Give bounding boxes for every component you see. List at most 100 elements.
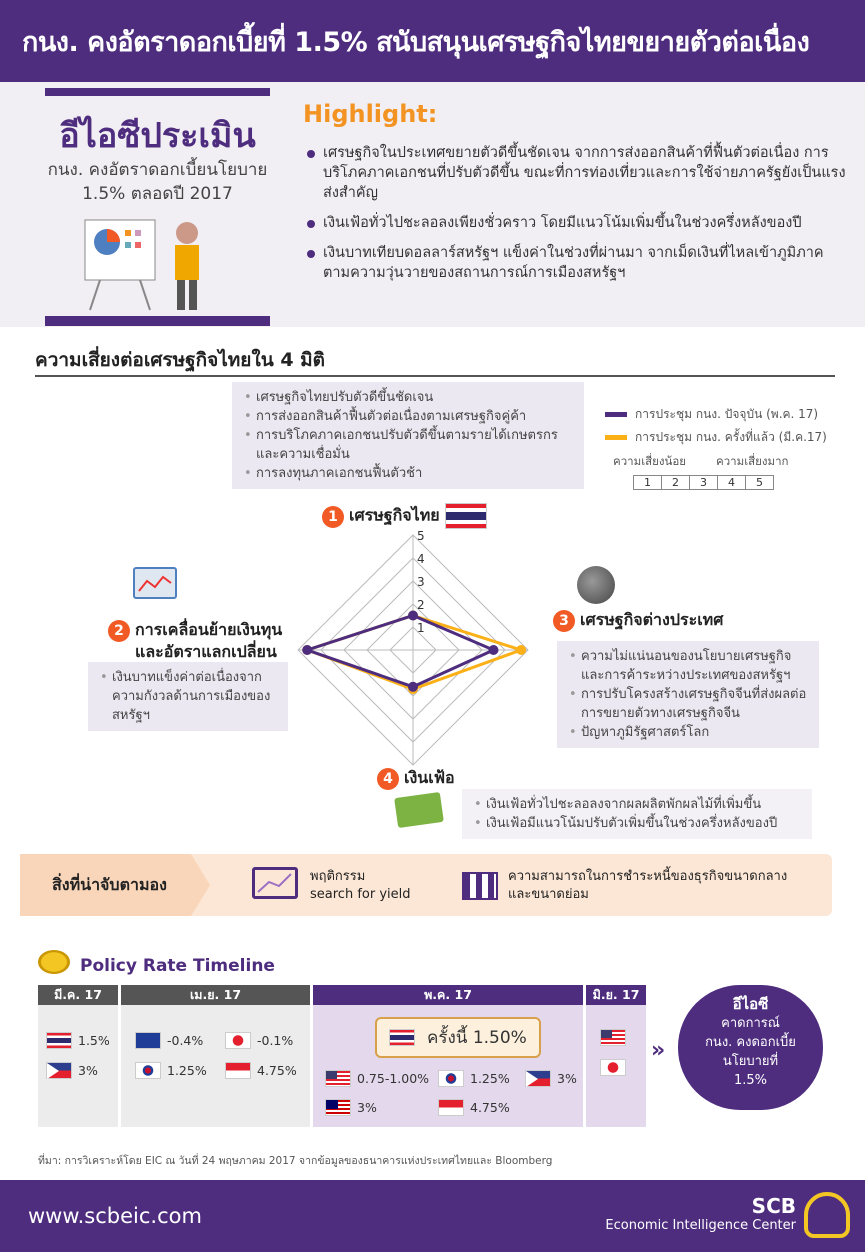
korea-flag-icon xyxy=(438,1070,464,1087)
timeline-title: Policy Rate Timeline xyxy=(80,956,275,976)
scale-4: 4 xyxy=(717,475,746,490)
trend-monitor-icon xyxy=(252,867,298,899)
malaysia-flag-icon xyxy=(325,1099,351,1116)
month-header: มี.ค. 17 xyxy=(38,985,118,1005)
rate: -0.1% xyxy=(257,1033,294,1048)
risk-item: การส่งออกสินค้าฟื้นตัวต่อเนื่องตามเศรษฐก… xyxy=(242,407,574,426)
radar-tick-label: 5 xyxy=(417,529,425,543)
japan-flag-icon xyxy=(600,1059,626,1076)
risk-title: ความเสี่ยงต่อเศรษฐกิจไทยใน 4 มิติ xyxy=(35,349,326,371)
highlight-section xyxy=(0,82,865,327)
thai-flag-icon xyxy=(445,503,488,529)
shop-icon xyxy=(462,872,498,900)
radar-series-line xyxy=(302,613,498,689)
risk-item: ปัญหาภูมิรัฐศาสตร์โลก xyxy=(567,723,809,742)
axis-capital: 2 การเคลื่อนย้ายเงินทุนและอัตราแลกเปลี่ยน xyxy=(108,620,282,662)
rate: 1.25% xyxy=(470,1071,510,1086)
brand: SCB xyxy=(751,1194,796,1218)
axis-label: และอัตราแลกเปลี่ยน xyxy=(135,642,277,661)
us-flag-icon xyxy=(600,1029,626,1046)
eic-sub1: กนง. คงอัตราดอกเบี้ยนโยบาย xyxy=(47,160,268,180)
scale-3: 3 xyxy=(689,475,718,490)
thai-flag-icon xyxy=(46,1032,72,1049)
scale-low: ความเสี่ยงน้อย xyxy=(613,454,686,468)
number-badge: 4 xyxy=(377,768,399,790)
radar-point xyxy=(488,645,499,655)
forecast-text: กนง. คงดอกเบี้ย xyxy=(705,1035,796,1050)
current-decision-badge: ครั้งนี้ 1.50% xyxy=(375,1017,541,1058)
scale-1: 1 xyxy=(633,475,662,490)
radar-point xyxy=(408,610,418,621)
axis-label: เศรษฐกิจไทย xyxy=(349,505,440,525)
eic-heading: อีไอซีประเมิน xyxy=(59,116,256,156)
radar-point xyxy=(302,645,313,655)
risk-item: เศรษฐกิจไทยปรับตัวดีขึ้นชัดเจน xyxy=(242,388,574,407)
number-badge: 2 xyxy=(108,620,130,642)
org: Economic Intelligence Center xyxy=(605,1218,796,1233)
source-note: ที่มา: การวิเคราะห์โดย EIC ณ วันที่ 24 พ… xyxy=(38,1155,553,1167)
chevron-right-icon: » xyxy=(651,1038,666,1063)
risk-item: เงินเฟ้อมีแนวโน้มปรับตัวเพิ่มขึ้นในช่วงค… xyxy=(472,814,802,833)
scale-2: 2 xyxy=(661,475,690,490)
forecast-text: คาดการณ์ xyxy=(721,1016,780,1031)
divider xyxy=(45,88,270,96)
rate: 4.75% xyxy=(257,1063,297,1078)
risk-item: เงินเฟ้อทั่วไปชะลอลงจากผลผลิตพักผลไม้ที่… xyxy=(472,795,802,814)
rate: 3% xyxy=(357,1100,377,1115)
rate: 1.5% xyxy=(78,1033,110,1048)
foreign-box: ความไม่แน่นอนของนโยบายเศรษฐกิจและการค้าร… xyxy=(557,641,819,748)
radar-point xyxy=(408,681,418,692)
axis-label: เศรษฐกิจต่างประเทศ xyxy=(580,610,724,629)
coins-icon xyxy=(38,950,70,974)
rate: 4.75% xyxy=(470,1100,510,1115)
philippines-flag-icon xyxy=(46,1062,72,1079)
japan-flag-icon xyxy=(225,1032,251,1049)
forecast-badge: อีไอซีคาดการณ์กนง. คงดอกเบี้ยนโยบายที่1.… xyxy=(678,985,823,1110)
thai-flag-icon xyxy=(389,1029,415,1046)
footer-url[interactable]: www.scbeic.com xyxy=(28,1204,202,1228)
highlight-item: เงินบาทเทียบดอลลาร์สหรัฐฯ แข็งค่าในช่วงท… xyxy=(303,243,848,283)
presenter-illustration xyxy=(65,215,225,319)
eic-subheading: กนง. คงอัตราดอกเบี้ยนโยบาย 1.5% ตลอดปี 20… xyxy=(25,158,290,206)
rate: -0.4% xyxy=(167,1033,204,1048)
radar-tick-label: 3 xyxy=(417,575,425,589)
timeline-may: พ.ค. 17 ครั้งนี้ 1.50% 0.75-1.00% 1.25% … xyxy=(313,985,583,1127)
indonesia-flag-icon xyxy=(438,1099,464,1116)
rate: 1.25% xyxy=(167,1063,207,1078)
month-header: มิ.ย. 17 xyxy=(586,985,646,1005)
eic-sub2: 1.5% ตลอดปี 2017 xyxy=(82,184,233,204)
inflation-box: เงินเฟ้อทั่วไปชะลอลงจากผลผลิตพักผลไม้ที่… xyxy=(462,789,812,839)
eu-flag-icon xyxy=(135,1032,161,1049)
risk-item: ความไม่แน่นอนของนโยบายเศรษฐกิจและการค้าร… xyxy=(567,647,809,685)
month-header: เม.ย. 17 xyxy=(121,985,310,1005)
highlight-title: Highlight: xyxy=(303,100,438,128)
radar-tick-label: 1 xyxy=(417,621,425,635)
risk-item: การลงทุนภาคเอกชนฟื้นตัวช้า xyxy=(242,464,574,483)
legend-previous: การประชุม กนง. ครั้งที่แล้ว (มี.ค.17) xyxy=(635,430,827,444)
rate: 0.75-1.00% xyxy=(357,1071,430,1086)
radar-tick-label: 4 xyxy=(417,552,425,566)
scale-5: 5 xyxy=(745,475,774,490)
us-flag-icon xyxy=(325,1070,351,1087)
highlight-item: เศรษฐกิจในประเทศขยายตัวดีขึ้นชัดเจน จากก… xyxy=(303,143,848,203)
money-icon xyxy=(394,791,444,829)
risk-item: การบริโภคภาคเอกชนปรับตัวดีขึ้นตามรายได้เ… xyxy=(242,426,574,464)
capital-box: เงินบาทแข็งค่าต่อเนื่องจากความกังวลด้านก… xyxy=(88,662,288,731)
forecast-text: อีไอซี xyxy=(732,995,769,1013)
timeline-jun: มิ.ย. 17 xyxy=(586,985,646,1127)
rate: 3% xyxy=(78,1063,98,1078)
axis-label: การเคลื่อนย้ายเงินทุน xyxy=(135,620,283,639)
divider xyxy=(45,316,270,326)
scale-high: ความเสี่ยงมาก xyxy=(716,454,789,468)
korea-flag-icon xyxy=(135,1062,161,1079)
scb-logo-icon xyxy=(804,1192,850,1238)
watch-text: พฤติกรรม xyxy=(310,869,366,884)
watch-text: ความสามารถในการชำระหนี้ของธุรกิจขนาดกลาง xyxy=(508,869,788,884)
forecast-text: 1.5% xyxy=(733,1073,768,1088)
highlight-item: เงินเฟ้อทั่วไปชะลอลงเพียงชั่วคราว โดยมีแ… xyxy=(303,213,848,233)
